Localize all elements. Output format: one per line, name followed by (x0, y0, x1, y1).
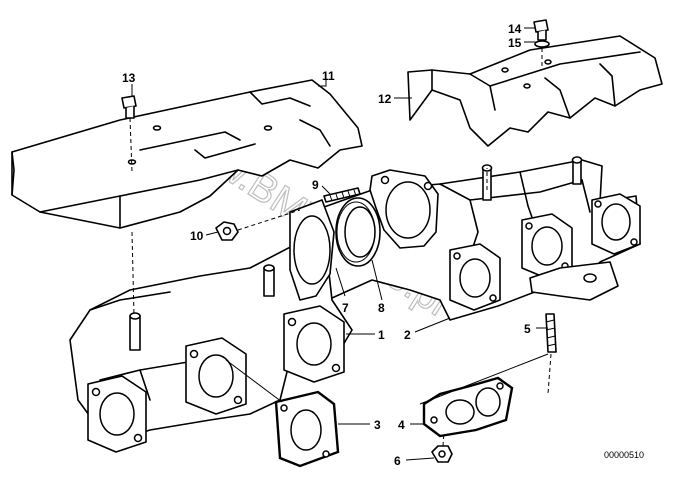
assembly-line-10 (237, 209, 301, 231)
diagram-number: 00000510 (604, 450, 644, 460)
leader-lines (131, 27, 549, 461)
assembly-line-front-stud (131, 231, 135, 317)
callout-7: 7 (342, 301, 349, 315)
callout-12: 12 (378, 92, 392, 106)
stud-9[interactable] (323, 187, 361, 203)
callout-3: 3 (374, 418, 381, 432)
washer-15[interactable] (534, 40, 550, 48)
callout-10: 10 (190, 229, 204, 243)
exhaust-manifold-front[interactable] (69, 199, 353, 453)
callout-13: 13 (122, 71, 136, 85)
callout-9: 9 (312, 178, 319, 192)
callout-6: 6 (394, 454, 401, 468)
callout-11: 11 (322, 69, 335, 83)
callout-5: 5 (524, 322, 531, 336)
gasket-double[interactable] (422, 376, 514, 438)
callout-4: 4 (398, 418, 405, 432)
gasket-front-single[interactable] (274, 390, 340, 468)
bolt-13[interactable] (121, 95, 137, 119)
nut-10[interactable] (215, 221, 239, 241)
callout-1: 1 (378, 328, 385, 342)
callout-8: 8 (378, 301, 385, 315)
callout-2: 2 (404, 328, 411, 342)
bolt-14[interactable] (533, 19, 549, 41)
callout-14: 14 (508, 22, 522, 36)
callout-15: 15 (508, 36, 522, 50)
heat-shield-front[interactable] (11, 79, 363, 229)
assembly-line-13 (129, 117, 133, 173)
exhaust-manifold-rear[interactable] (309, 156, 641, 321)
nut-6[interactable] (431, 445, 453, 463)
stud-5[interactable] (545, 313, 557, 353)
assembly-line-6 (442, 431, 445, 447)
heat-shield-rear[interactable] (407, 35, 663, 147)
assembly-line-5 (547, 353, 552, 395)
ring-gasket[interactable] (335, 197, 381, 267)
